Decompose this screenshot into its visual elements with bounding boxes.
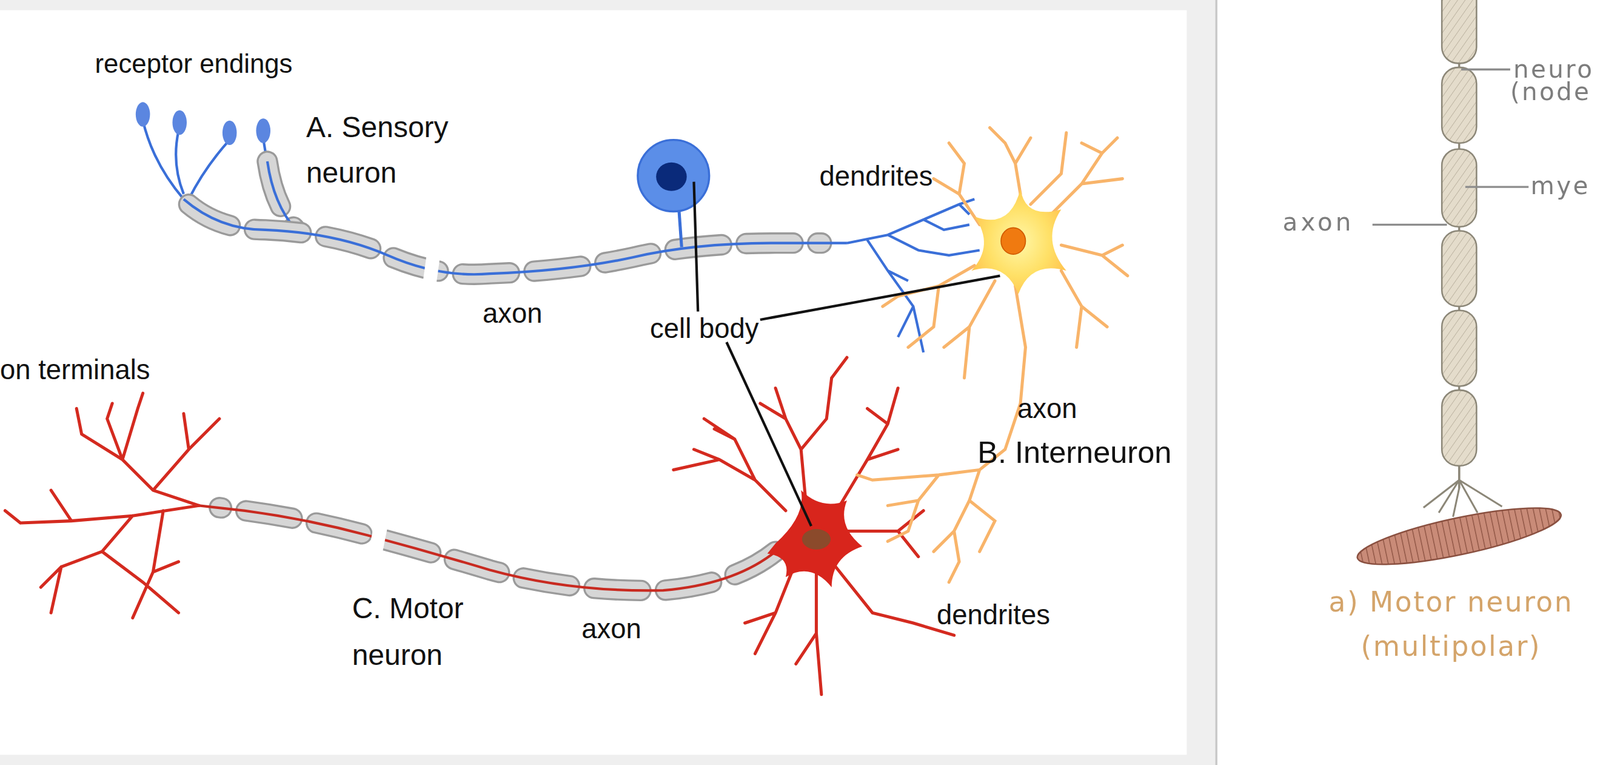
- receptor-ending: [135, 101, 151, 127]
- part-label: axon: [482, 297, 543, 331]
- myelin-sheath: [1441, 0, 1477, 64]
- part-label: C. Motor neuron: [352, 583, 547, 678]
- myelin-sheath: [1441, 67, 1477, 144]
- axon-terminals: [4, 392, 219, 618]
- receptor-ending: [255, 118, 271, 143]
- part-label: B. Interneuron: [977, 434, 1172, 472]
- receptor-ending: [172, 110, 187, 135]
- part-label: on terminals: [0, 353, 151, 387]
- part-label: dendrites: [936, 598, 1051, 632]
- leader-line: [693, 181, 1000, 526]
- myelin-sheath: [1441, 389, 1477, 466]
- part-label: cell body: [649, 312, 759, 346]
- axon-break: [422, 255, 441, 288]
- axon-line: [183, 198, 847, 275]
- caption-label: a) Motor neuron (multipolar): [1298, 579, 1600, 668]
- part-label: axon: [581, 612, 642, 646]
- axon-break: [369, 516, 389, 552]
- nucleus: [656, 162, 687, 191]
- receptor-ending: [222, 120, 238, 145]
- inter-axon: [857, 285, 1026, 582]
- part-label: axon: [1282, 207, 1355, 238]
- muscle-fiber: [1353, 496, 1565, 576]
- part-label: mye: [1530, 171, 1591, 201]
- sensory-cell-body: [637, 140, 710, 212]
- nucleus: [1000, 227, 1026, 255]
- axon-line: [198, 505, 776, 590]
- motor-dendrites: [673, 357, 955, 695]
- part-label: A. Sensory neuron: [306, 104, 501, 197]
- motor-end-plate: [1423, 465, 1503, 517]
- motor-cell-body: [767, 489, 863, 587]
- part-label: dendrites: [819, 160, 933, 194]
- myelin-sheath: [1441, 310, 1477, 387]
- receptor-branch: [143, 120, 268, 200]
- leader-line: [1372, 69, 1530, 225]
- part-label: axon: [1017, 391, 1078, 426]
- myelin-outline: [188, 204, 821, 275]
- myelin-sheath: [1441, 230, 1477, 307]
- part-label: (node: [1510, 77, 1591, 107]
- left-panel: [0, 10, 1187, 755]
- panel-divider: [1215, 0, 1218, 765]
- myelin-sheath: [188, 204, 821, 275]
- part-label: receptor endings: [95, 47, 293, 81]
- nucleus: [802, 528, 831, 550]
